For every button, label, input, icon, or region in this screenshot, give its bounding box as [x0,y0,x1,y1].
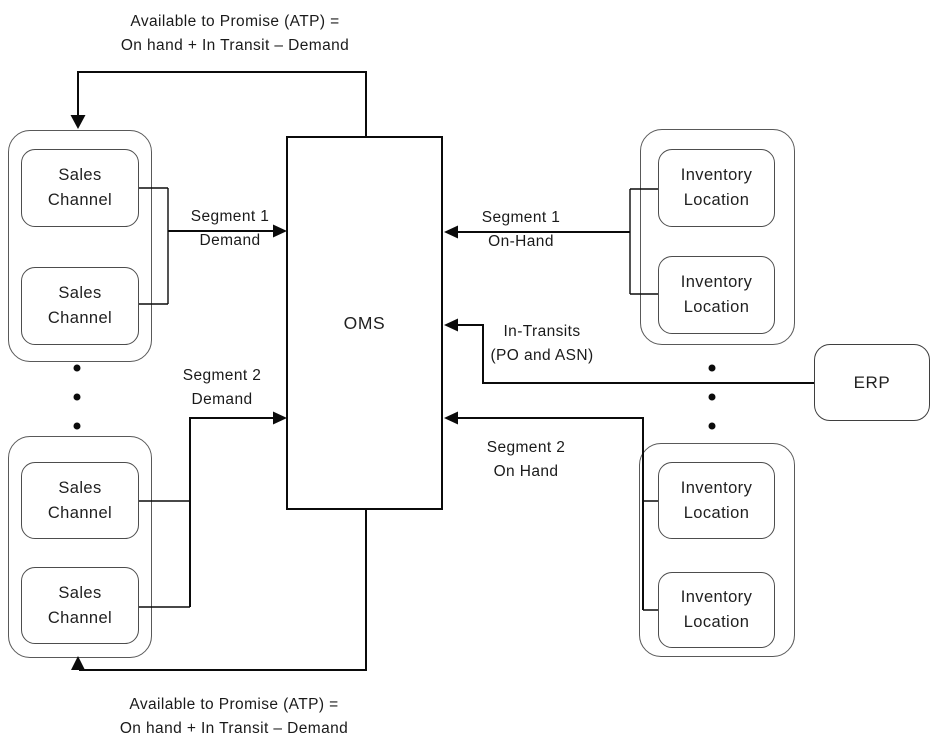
arrowhead-right [273,224,287,238]
arrowhead-right [273,411,287,425]
inventory-groups-ellipsis-dots [708,364,716,430]
arrowhead-up [71,656,85,670]
segment2-demand-connector [139,411,287,608]
arrowhead-left [444,318,458,332]
arrowhead-down [70,115,86,129]
atp-note-bottom: Available to Promise (ATP) = On hand + I… [119,696,349,737]
inventory-location-box-2b: Inventory Location [658,572,775,648]
inventory-location-label: Inventory Location [680,273,753,316]
sales-channel-label: Sales Channel [47,284,113,327]
inventory-location-label: Inventory Location [680,478,753,522]
segment2-on-hand-label: Segment 2 On Hand [486,439,566,480]
erp-label: ERP [853,373,891,392]
arrowhead-left [444,225,458,239]
erp-box: ERP [814,344,930,421]
sales-channel-box-1a: Sales Channel [21,149,139,227]
inventory-location-label: Inventory Location [680,166,753,209]
segment1-on-hand-label: Segment 1 On-Hand [481,209,561,250]
segment1-demand-label: Segment 1 Demand [190,208,270,249]
inventory-location-box-2a: Inventory Location [658,462,775,539]
sales-channel-box-2a: Sales Channel [21,462,139,539]
sales-channel-box-2b: Sales Channel [21,567,139,644]
sales-channel-box-1b: Sales Channel [21,267,139,345]
sales-channel-label: Sales Channel [47,583,113,627]
in-transits-label: In-Transits (PO and ASN) [490,323,594,364]
oms-box: OMS [286,136,443,510]
inventory-location-label: Inventory Location [680,588,753,631]
arrowhead-left [444,411,458,425]
atp-note-top: Available to Promise (ATP) = On hand + I… [120,13,350,54]
atp-feed-top-connector [70,71,367,137]
sales-channel-label: Sales Channel [47,166,113,209]
oms-label: OMS [343,312,386,333]
inventory-location-box-1a: Inventory Location [658,149,775,227]
sales-channel-label: Sales Channel [47,478,113,522]
sales-groups-ellipsis-dots [73,364,81,430]
inventory-location-box-1b: Inventory Location [658,256,775,334]
segment2-demand-label: Segment 2 Demand [182,367,262,408]
